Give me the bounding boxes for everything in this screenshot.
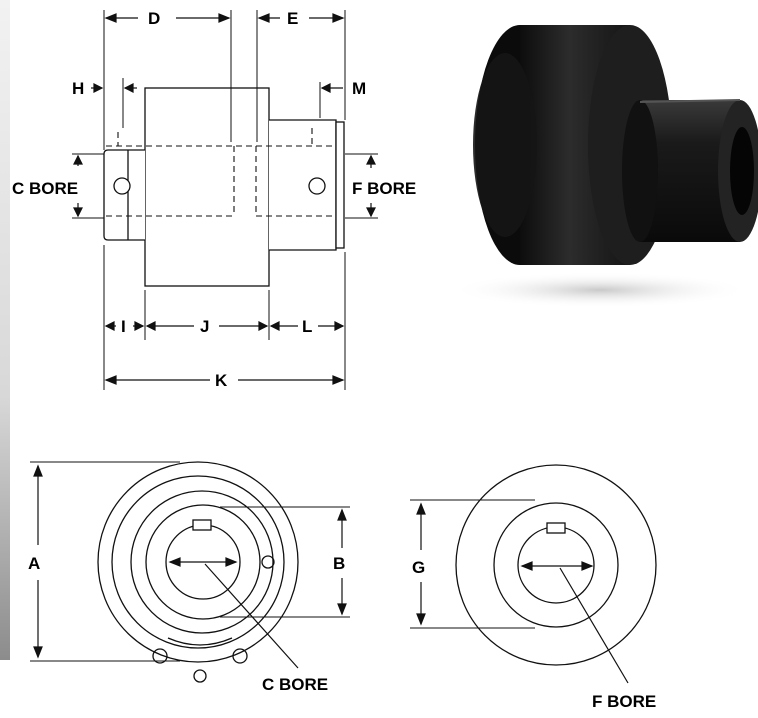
dim-label-K: K xyxy=(215,371,228,390)
dim-label-A: A xyxy=(28,554,40,573)
left-side-bar xyxy=(0,0,10,660)
dim-label-F-bore: F BORE xyxy=(352,179,416,198)
dim-label-C-bore: C BORE xyxy=(12,179,78,198)
left-hub xyxy=(103,149,145,241)
coupling-product-photo xyxy=(450,25,758,308)
dim-label-G: G xyxy=(412,558,425,577)
right-hub-flange xyxy=(335,121,345,249)
right-setscrew-hole xyxy=(308,177,326,195)
dim-label-H: H xyxy=(72,79,84,98)
left-setscrew-hole xyxy=(113,177,131,195)
coupling-main-body xyxy=(144,87,270,287)
end-view-f-side xyxy=(410,464,657,684)
right-hub xyxy=(269,119,337,251)
dim-label-J: J xyxy=(200,317,209,336)
dim-label-M: M xyxy=(352,79,366,98)
bore-dashed-lines xyxy=(106,128,336,217)
dimension-lines xyxy=(73,13,376,385)
dim-label-I: I xyxy=(121,317,126,336)
dim-label-C-bore-end-view: C BORE xyxy=(262,675,328,694)
end-view-c-side xyxy=(30,461,350,683)
dim-label-F-bore-end-view: F BORE xyxy=(592,692,656,711)
extension-lines xyxy=(72,10,378,390)
dim-label-E: E xyxy=(287,9,298,28)
side-view-drawing xyxy=(72,10,378,390)
dim-label-L: L xyxy=(302,317,312,336)
dim-label-B: B xyxy=(333,554,345,573)
dim-label-D: D xyxy=(148,9,160,28)
